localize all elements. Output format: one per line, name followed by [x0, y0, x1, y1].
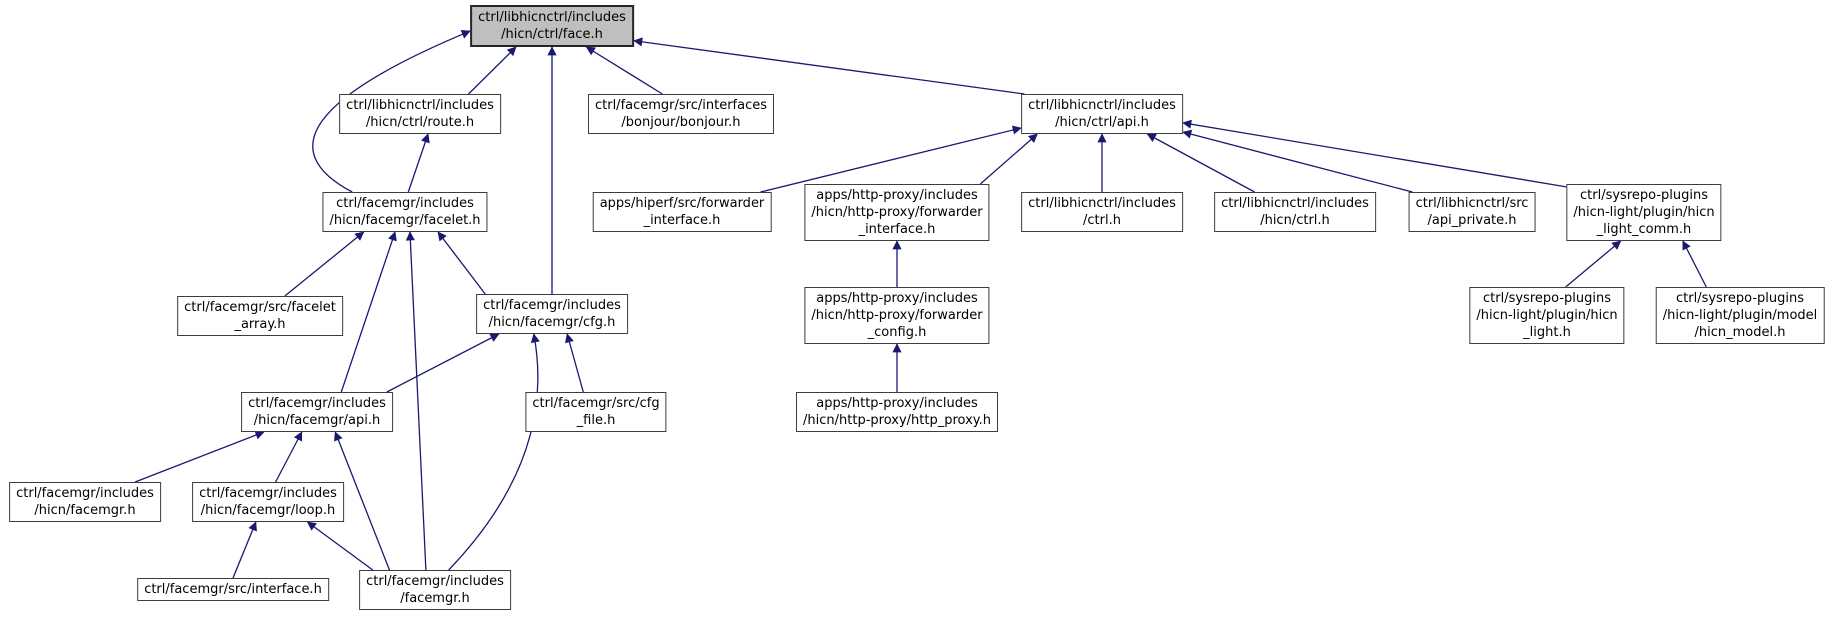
- edge-facelet-to-route: [407, 133, 430, 193]
- graph-node-label: _array.h: [234, 317, 286, 332]
- graph-node-label: ctrl/facemgr/src/interfaces: [594, 98, 768, 113]
- graph-node-label: _light.h: [1523, 325, 1571, 340]
- graph-node-label: /hicn/facemgr/facelet.h: [329, 213, 481, 228]
- edge-loop-to-fm-api: [275, 431, 303, 483]
- edge-facemgr-to-fm-api: [334, 431, 391, 571]
- graph-node-label: /hicn/http-proxy/http_proxy.h: [803, 413, 991, 428]
- graph-node-label: _interface.h: [858, 222, 936, 237]
- graph-node-label: /bonjour/bonjour.h: [621, 115, 741, 130]
- edge-hicn-light-to-light-comm: [1565, 240, 1622, 288]
- edge-hicn-facemgr-to-fm-api: [134, 430, 265, 483]
- graph-node-label: ctrl/facemgr/includes: [336, 196, 474, 211]
- edge-route-to-face: [468, 46, 517, 95]
- edge-api-to-face: [633, 37, 1025, 95]
- graph-node-label: ctrl/libhicnctrl/includes: [1028, 196, 1176, 211]
- graph-node-api-private[interactable]: ctrl/libhicnctrl/src/api_private.h: [1408, 192, 1536, 232]
- graph-node-hicn-ctrl[interactable]: ctrl/libhicnctrl/includes/hicn/ctrl.h: [1214, 192, 1376, 232]
- graph-node-label: /ctrl.h: [1083, 213, 1121, 228]
- graph-node-interface[interactable]: ctrl/facemgr/src/interface.h: [137, 578, 329, 601]
- graph-node-label: /hicn-light/plugin/hicn: [1573, 205, 1715, 220]
- edge-interface-to-loop: [232, 521, 257, 579]
- edge-hicn-ctrl-to-api: [1146, 133, 1255, 193]
- graph-node-label: /hicn_model.h: [1694, 325, 1786, 340]
- edge-proxy-fi-to-api: [979, 133, 1038, 185]
- graph-node-label: /hicn/ctrl/face.h: [501, 27, 603, 42]
- graph-node-label: ctrl/libhicnctrl/src: [1415, 196, 1529, 211]
- graph-node-cfg-file[interactable]: ctrl/facemgr/src/cfg _file.h: [525, 392, 667, 432]
- edge-fm-api-to-cfg: [386, 333, 500, 393]
- graph-node-light-comm[interactable]: ctrl/sysrepo-plugins/hicn-light/plugin/h…: [1566, 184, 1722, 241]
- graph-node-label: /hicn-light/plugin/model: [1662, 308, 1818, 323]
- graph-node-label: /hicn/facemgr/loop.h: [200, 503, 336, 518]
- graph-node-label: /hicn/ctrl/route.h: [365, 115, 475, 130]
- graph-node-fm-api[interactable]: ctrl/facemgr/includes/hicn/facemgr/api.h: [241, 392, 393, 432]
- edge-facemgr-to-cfg: [448, 333, 540, 571]
- graph-node-label: /hicn/facemgr.h: [34, 503, 136, 518]
- graph-node-label: ctrl/facemgr/includes: [248, 396, 386, 411]
- graph-node-ctrl[interactable]: ctrl/libhicnctrl/includes/ctrl.h: [1021, 192, 1183, 232]
- graph-node-label: /hicn/http-proxy/forwarder: [811, 205, 983, 220]
- graph-node-label: _config.h: [867, 325, 927, 340]
- graph-node-label: apps/http-proxy/includes: [816, 188, 978, 203]
- graph-node-label: /hicn-light/plugin/hicn: [1476, 308, 1618, 323]
- graph-node-facemgr[interactable]: ctrl/facemgr/includes/facemgr.h: [359, 570, 511, 610]
- graph-node-bonjour[interactable]: ctrl/facemgr/src/interfaces/bonjour/bonj…: [587, 94, 775, 134]
- graph-node-label: ctrl/facemgr/includes: [16, 486, 154, 501]
- edge-facemgr-to-facelet: [405, 231, 427, 571]
- graph-node-label: ctrl/facemgr/src/interface.h: [144, 582, 322, 597]
- graph-node-label: ctrl/facemgr/includes: [366, 574, 504, 589]
- edge-cfg-to-facelet: [437, 231, 486, 295]
- graph-node-label: /facemgr.h: [400, 591, 470, 606]
- graph-node-label: apps/http-proxy/includes: [816, 291, 978, 306]
- graph-node-facelet[interactable]: ctrl/facemgr/includes/hicn/facemgr/facel…: [322, 192, 488, 232]
- graph-node-http-proxy[interactable]: apps/http-proxy/includes/hicn/http-proxy…: [796, 392, 998, 432]
- graph-node-label: apps/hiperf/src/forwarder: [599, 196, 765, 211]
- graph-node-label: ctrl/facemgr/includes: [483, 298, 621, 313]
- edge-fm-api-to-facelet: [340, 231, 397, 393]
- graph-node-face[interactable]: ctrl/libhicnctrl/includes/hicn/ctrl/face…: [470, 5, 634, 47]
- graph-node-hicn-facemgr[interactable]: ctrl/facemgr/includes/hicn/facemgr.h: [9, 482, 161, 522]
- graph-node-fwd-config[interactable]: apps/http-proxy/includes/hicn/http-proxy…: [804, 287, 990, 344]
- graph-node-label: ctrl/sysrepo-plugins: [1579, 188, 1708, 203]
- graph-node-label: ctrl/sysrepo-plugins: [1482, 291, 1611, 306]
- graph-node-route[interactable]: ctrl/libhicnctrl/includes/hicn/ctrl/rout…: [339, 94, 501, 134]
- graph-node-label: ctrl/libhicnctrl/includes: [346, 98, 494, 113]
- graph-node-label: /api_private.h: [1427, 213, 1517, 228]
- graph-node-label: ctrl/facemgr/src/cfg: [532, 396, 660, 411]
- graph-node-label: _light_comm.h: [1596, 222, 1692, 237]
- edge-bonjour-to-face: [585, 46, 663, 95]
- graph-node-label: ctrl/libhicnctrl/includes: [1221, 196, 1369, 211]
- graph-node-proxy-fi[interactable]: apps/http-proxy/includes/hicn/http-proxy…: [804, 184, 990, 241]
- graph-node-api[interactable]: ctrl/libhicnctrl/includes/hicn/ctrl/api.…: [1021, 94, 1183, 134]
- graph-node-cfg[interactable]: ctrl/facemgr/includes/hicn/facemgr/cfg.h: [476, 294, 628, 334]
- edge-hiperf-fi-to-api: [760, 125, 1022, 193]
- graph-node-label: ctrl/libhicnctrl/includes: [1028, 98, 1176, 113]
- edge-cfg-file-to-cfg: [565, 333, 584, 393]
- graph-node-label: apps/http-proxy/includes: [816, 396, 978, 411]
- graph-node-loop[interactable]: ctrl/facemgr/includes/hicn/facemgr/loop.…: [192, 482, 344, 522]
- edge-facelet-to-face: [312, 30, 471, 193]
- graph-node-hicn-model[interactable]: ctrl/sysrepo-plugins/hicn-light/plugin/m…: [1655, 287, 1825, 344]
- graph-node-label: ctrl/libhicnctrl/includes: [478, 10, 626, 25]
- edge-light-comm-to-api: [1182, 119, 1567, 188]
- graph-node-label: _file.h: [576, 413, 616, 428]
- graph-node-hiperf-fi[interactable]: apps/hiperf/src/forwarder _interface.h: [592, 192, 772, 232]
- edge-api-private-to-api: [1182, 129, 1413, 193]
- graph-node-label: /hicn/facemgr/cfg.h: [488, 315, 616, 330]
- graph-node-label: ctrl/sysrepo-plugins: [1675, 291, 1804, 306]
- graph-node-facelet-array[interactable]: ctrl/facemgr/src/facelet _array.h: [177, 296, 343, 336]
- graph-node-label: /hicn/facemgr/api.h: [253, 413, 381, 428]
- graph-node-label: ctrl/facemgr/includes: [199, 486, 337, 501]
- graph-node-label: /hicn/ctrl/api.h: [1055, 115, 1149, 130]
- graph-node-label: _interface.h: [643, 213, 721, 228]
- graph-node-hicn-light[interactable]: ctrl/sysrepo-plugins/hicn-light/plugin/h…: [1469, 287, 1625, 344]
- edge-facelet-array-to-facelet: [284, 231, 365, 297]
- graph-node-label: /hicn/ctrl.h: [1260, 213, 1330, 228]
- edge-hicn-model-to-light-comm: [1682, 240, 1707, 288]
- graph-node-label: ctrl/facemgr/src/facelet: [184, 300, 336, 315]
- edge-facemgr-to-loop: [306, 521, 374, 571]
- graph-node-label: /hicn/http-proxy/forwarder: [811, 308, 983, 323]
